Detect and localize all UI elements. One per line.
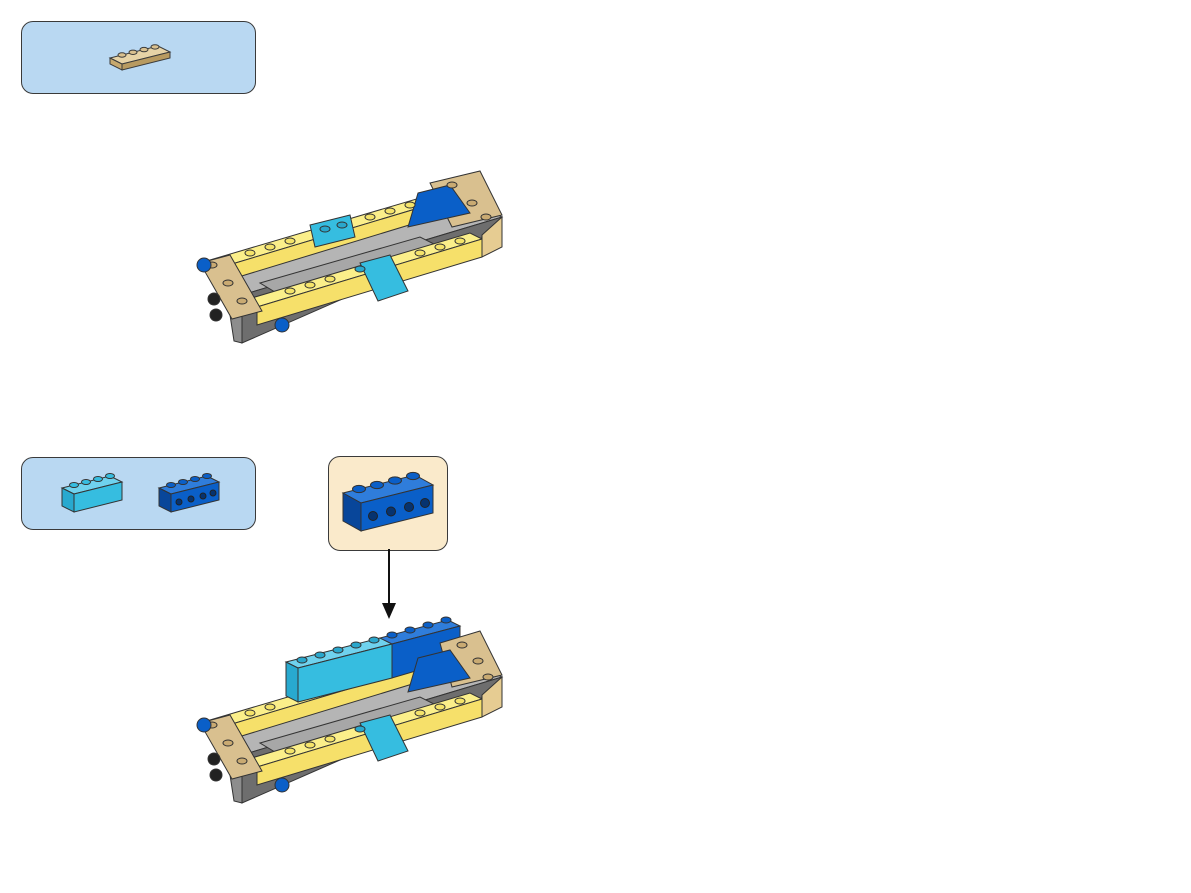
placement-arrow — [380, 549, 398, 621]
medium-azure-brick-1x4-icon — [58, 468, 126, 520]
tan-plate-1x4-icon — [108, 36, 172, 76]
step2-callout — [328, 456, 448, 551]
step2-parts-list — [21, 457, 256, 530]
blue-technic-brick-1x4-icon — [155, 468, 223, 520]
step1-model-assembly — [190, 165, 510, 355]
step1-parts-list — [21, 21, 256, 94]
blue-technic-brick-1x4-icon — [339, 465, 439, 543]
step2-model-assembly — [190, 600, 510, 815]
